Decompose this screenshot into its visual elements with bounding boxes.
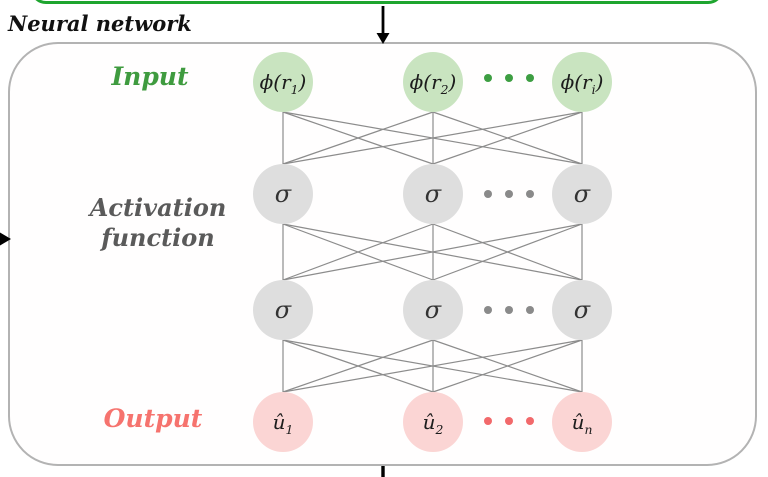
incoming-arrow-left	[0, 232, 11, 246]
hidden1-node-2: σ	[403, 164, 463, 224]
hidden2-node-3: σ	[552, 280, 612, 340]
input-node-i-label: ϕ(ri)	[560, 70, 604, 97]
hidden1-node-3-label: σ	[573, 180, 591, 208]
output-node-1-label: û1	[272, 410, 294, 437]
dot	[505, 74, 513, 82]
hidden1-node-3: σ	[552, 164, 612, 224]
dot	[526, 190, 534, 198]
dot	[484, 190, 492, 198]
connection-lines	[282, 111, 583, 393]
figure-title: Neural network	[8, 11, 192, 36]
input-node-1-label: ϕ(r1)	[259, 70, 307, 97]
hidden2-node-1: σ	[253, 280, 313, 340]
dot	[505, 306, 513, 314]
activation-function-label: Activation function	[63, 193, 253, 253]
hidden1-ellipsis-dots	[484, 190, 534, 198]
dot	[505, 190, 513, 198]
activation-label-line1: Activation	[89, 193, 227, 222]
dot	[526, 417, 534, 425]
dot	[526, 306, 534, 314]
hidden2-ellipsis-dots	[484, 306, 534, 314]
neural-network-box	[8, 42, 757, 466]
dot	[484, 417, 492, 425]
input-node-2: ϕ(r2)	[403, 52, 463, 112]
hidden2-node-2-label: σ	[424, 296, 442, 324]
activation-label-line2: function	[101, 223, 215, 252]
hidden1-node-2-label: σ	[424, 180, 442, 208]
hidden2-node-1-label: σ	[274, 296, 292, 324]
hidden1-node-1: σ	[253, 164, 313, 224]
dot	[526, 74, 534, 82]
incoming-arrow-top	[376, 6, 390, 44]
output-node-1: û1	[253, 392, 313, 452]
hidden2-node-2: σ	[403, 280, 463, 340]
hidden2-node-3-label: σ	[573, 296, 591, 324]
input-node-i: ϕ(ri)	[552, 52, 612, 112]
input-node-1: ϕ(r1)	[253, 52, 313, 112]
output-layer-label: Output	[103, 404, 203, 433]
dot	[505, 417, 513, 425]
input-ellipsis-dots	[484, 74, 534, 82]
dot	[484, 74, 492, 82]
output-node-n-label: ûn	[571, 410, 593, 437]
output-node-n: ûn	[552, 392, 612, 452]
output-node-2-label: û2	[422, 410, 444, 437]
input-layer-label: Input	[111, 62, 189, 91]
output-ellipsis-dots	[484, 417, 534, 425]
output-node-2: û2	[403, 392, 463, 452]
dot	[484, 306, 492, 314]
hidden1-node-1-label: σ	[274, 180, 292, 208]
input-node-2-label: ϕ(r2)	[409, 70, 457, 97]
